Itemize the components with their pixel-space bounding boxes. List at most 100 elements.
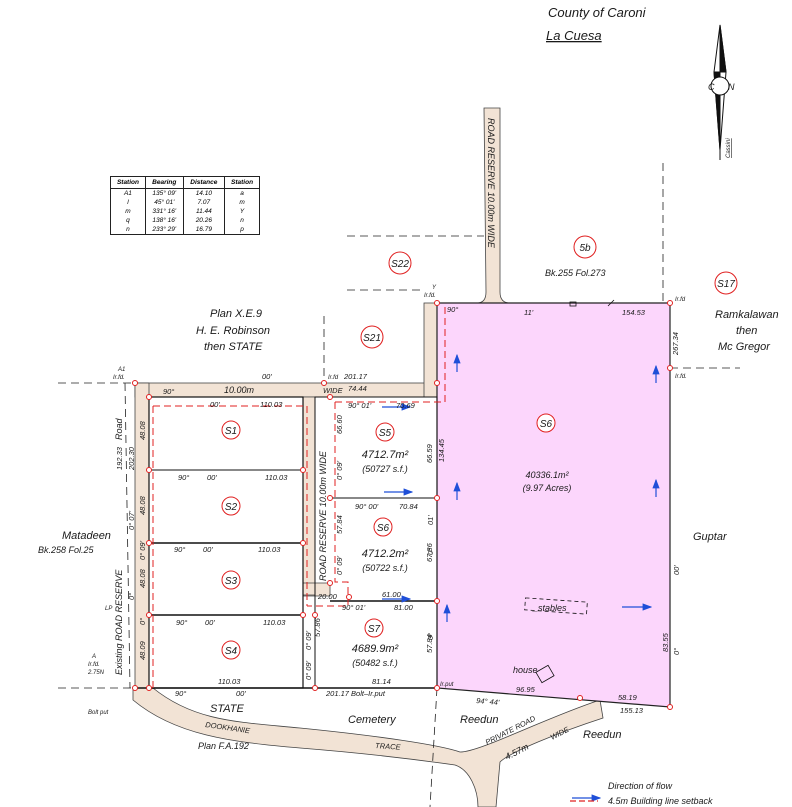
col-station-to: Station	[224, 176, 260, 189]
dim-00: 00'	[203, 545, 213, 554]
dim-v0-01: 01'	[426, 515, 435, 525]
lot-s1: S1	[225, 426, 237, 437]
reedun-1: Reedun	[460, 714, 499, 726]
lot-s5: S5	[379, 428, 392, 439]
plan-xe: Plan X.E.9	[210, 308, 262, 320]
dim-v0-09: 0° 09'	[138, 540, 147, 560]
area-s5-sf: (50727 s.f.)	[362, 464, 408, 474]
sheet-circles	[221, 235, 738, 660]
pin-irfd-a: Ir.fd.	[88, 662, 100, 668]
station-table-header: Station Bearing Distance Station	[110, 176, 260, 189]
dim-90: 90°	[178, 473, 189, 482]
dim-6660: 66.60	[335, 414, 344, 434]
dim-00: 00'	[236, 689, 246, 698]
dim-5784a: 57.84	[335, 515, 344, 534]
dim-90: 90°	[176, 618, 187, 627]
robinson: H. E. Robinson	[196, 325, 270, 337]
road-top-width: 10.00m	[224, 385, 255, 395]
dim-v0-00r: 00'	[672, 565, 681, 575]
dim-5784b: 57.84	[425, 634, 434, 653]
stables-outline	[524, 597, 588, 615]
north-arrow-icon	[710, 24, 730, 160]
dim-9444: 94° 44'	[476, 696, 500, 707]
bk258: Bk.258 Fol.25	[38, 545, 95, 555]
bk255: Bk.255 Fol.273	[545, 268, 606, 278]
pin-lp: LP	[105, 606, 112, 612]
dim-90-top: 90°	[163, 387, 174, 396]
dim-00: 00'	[207, 473, 217, 482]
dim-20230: 202.30	[127, 446, 136, 471]
dim-26734: 267.34	[671, 332, 680, 356]
parcel-s6-large	[436, 302, 671, 708]
north-ref: Cassini	[726, 138, 732, 158]
dim-201b: 201.17 Bolt–Ir.put	[325, 689, 386, 698]
dim-90-s7: 90° 01'	[342, 603, 366, 612]
ward-label: La Cuesa	[546, 28, 602, 43]
stables-label: _stables	[532, 603, 567, 613]
setback-lines	[152, 306, 446, 688]
trace: TRACE	[375, 741, 402, 752]
lot-s7: S7	[368, 624, 381, 635]
dim-v0-09: 0° 09'	[335, 460, 344, 480]
dim-19233: 192.33	[115, 446, 124, 470]
then-label: then	[736, 325, 757, 337]
legend-flow: Direction of flow	[608, 781, 673, 791]
north-n: N	[728, 82, 735, 92]
road-reserve-north-label: ROAD RESERVE 10.00m WIDE	[486, 118, 496, 249]
dim-48d: 48.09	[138, 640, 147, 660]
dim-8100: 81.00	[394, 603, 414, 612]
sheet-s22: S22	[391, 259, 409, 270]
dim-7444: 74.44	[348, 384, 367, 393]
flow-arrows	[382, 353, 660, 802]
pin-irfd-tr: Ir.fd	[675, 297, 686, 303]
dim-00-top: 00'	[210, 400, 220, 409]
dim-13445: 134.45	[437, 438, 446, 462]
area-s7-m: 4689.9m²	[352, 643, 399, 655]
dim-15453: 154.53	[622, 308, 646, 317]
dim-00-top2: 00'	[262, 372, 272, 381]
dim-00: 00'	[205, 618, 215, 627]
sheet-s21: S21	[363, 333, 381, 344]
dim-48c: 48.08	[138, 568, 147, 588]
area-s6-m: 40336.1m²	[525, 470, 569, 480]
state-label: STATE	[210, 703, 244, 715]
pin-bolt-put: Bolt put	[88, 710, 109, 716]
mcgregor: Mc Gregor	[718, 341, 771, 353]
dim-90-s6: 90° 00'	[355, 502, 379, 511]
ramkalawan: Ramkalawan	[715, 309, 779, 321]
then-state: then STATE	[204, 341, 263, 353]
dim-7084: 70.84	[399, 502, 418, 511]
pin-irfd-y: Ir.fd.	[424, 293, 436, 299]
house-label: house	[513, 665, 538, 675]
lot-s4: S4	[225, 646, 238, 657]
dim-110: 110.03	[258, 545, 281, 554]
dim-8355: 83.55	[661, 632, 670, 652]
lot-s3: S3	[225, 576, 238, 587]
area-s6a-sf: (50722 s.f.)	[362, 563, 408, 573]
dim-5819: 58.19	[618, 693, 638, 702]
road-reserve-left-label: Existing ROAD RESERVE	[114, 569, 124, 675]
lot-s6-large: S6	[540, 419, 553, 430]
road-reserve-inner-label: ROAD RESERVE 10.00m WIDE	[318, 450, 328, 581]
dim-6100: 61.00	[382, 590, 402, 599]
road-reserve-top	[134, 382, 438, 398]
sheet-5b: 5b	[579, 243, 591, 254]
county-label: County of Caroni	[548, 5, 647, 20]
dashed-lines	[58, 163, 740, 807]
structures	[524, 299, 615, 684]
lot-s6a: S6	[377, 523, 390, 534]
dim-90-top-r: 90°	[447, 305, 458, 314]
pin-a-dist: 2.75N	[87, 670, 105, 676]
col-station: Station	[110, 176, 146, 189]
dim-6786: 67.86	[425, 542, 434, 562]
dim-7069: 70.69	[396, 401, 416, 410]
dim-90: 90°	[174, 545, 185, 554]
dim-8114: 81.14	[372, 677, 391, 686]
dim-2000: 20.00	[317, 592, 338, 601]
dim-90: 90°	[175, 689, 186, 698]
